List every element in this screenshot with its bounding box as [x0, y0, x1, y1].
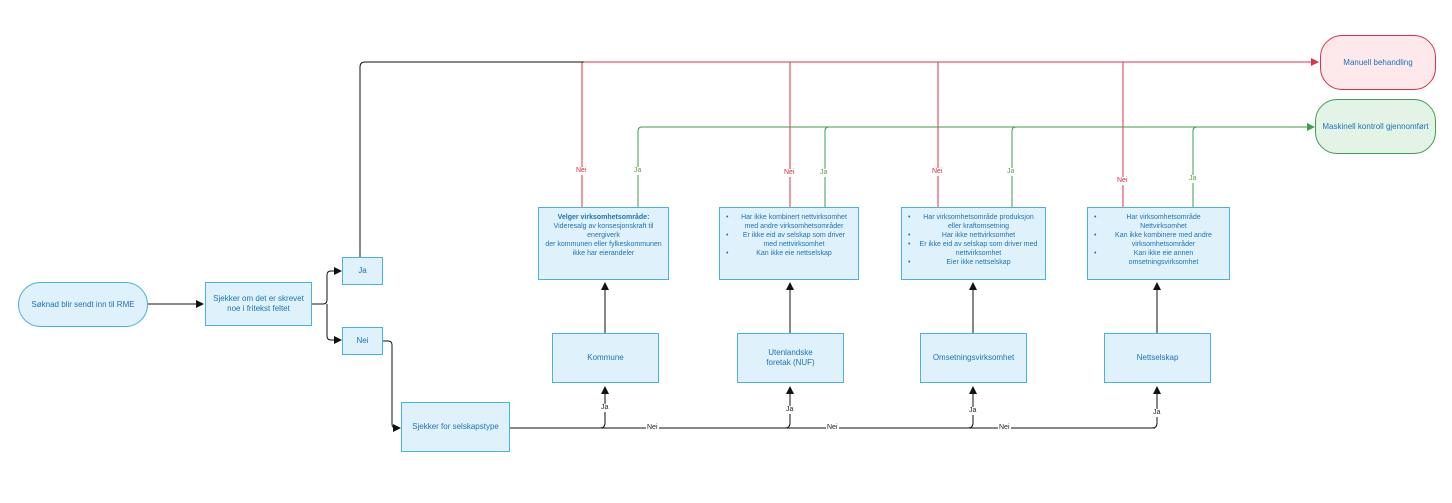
edge-label-yes-type-kommune: Ja	[600, 404, 610, 412]
criteria-kommune-line: der kommunen eller fylkeskommunen ikke h…	[545, 241, 662, 257]
edge-label-no-type-3: Nei	[998, 424, 1011, 432]
criteria-omsetning-item: Har ikke nettvirksomhet	[908, 231, 1039, 240]
criteria-kommune-title: Velger virksomhetsområde:	[557, 214, 650, 221]
edge-green-nett	[1192, 126, 1198, 207]
edge-type-kommune	[599, 386, 609, 429]
criteria-nuf-item: Har ikke kombinert nettvirksomhet med an…	[726, 213, 852, 231]
criteria-kommune-line: Videresalg av konsesjonskraft til energi…	[553, 223, 654, 239]
criteria-nuf: Har ikke kombinert nettvirksomhet med an…	[719, 207, 859, 280]
edge-label-no-nett: Nei	[1116, 177, 1129, 185]
edge-label-yes-kommune: Ja	[633, 167, 643, 175]
edge-type-nuf	[784, 386, 794, 429]
edge-label-yes-nuf: Ja	[819, 169, 829, 177]
edge-label-yes-nett: Ja	[1188, 175, 1198, 183]
edge-label-no-nuf: Nei	[783, 169, 796, 177]
edge-nei-type	[383, 340, 401, 432]
edge-label-yes-type-nett: Ja	[1152, 409, 1162, 417]
criteria-omsetning-item: Er ikke eid av selskap som driver med ne…	[908, 240, 1039, 258]
manual-review-node: Manuell behandling	[1320, 35, 1436, 90]
edge-green-main	[637, 123, 1315, 207]
machine-check-node: Maskinell kontroll gjennomført	[1315, 99, 1436, 154]
edge-green-nuf	[824, 126, 830, 207]
criteria-omsetning-item: Har virksomhetsområde produksjon eller k…	[908, 213, 1039, 231]
criteria-kommune: Velger virksomhetsområde: Videresalg av …	[538, 207, 669, 280]
check-company-type-node: Sjekker for selskapstype	[401, 402, 510, 452]
edge-green-oms	[1011, 126, 1017, 207]
company-type-omsetning: Omsetningsvirksomhet	[920, 333, 1027, 383]
edge-label-no-type-1: Nei	[646, 424, 659, 432]
edge-check-nei	[326, 304, 342, 344]
criteria-nuf-item: Kan ikke eie nettselskap	[726, 249, 852, 258]
edge-check-ja	[312, 267, 342, 305]
edge-label-yes-type-oms: Ja	[968, 407, 978, 415]
edge-label-yes-type-nuf: Ja	[785, 406, 795, 414]
criteria-nuf-item: Er ikke eid av selskap som driver med ne…	[726, 231, 852, 249]
edge-label-no-oms: Nei	[931, 168, 944, 176]
yes-node: Ja	[342, 257, 383, 285]
criteria-nettselskap-item: Kan ikke kombinere med andre virksomhets…	[1094, 231, 1223, 249]
criteria-nettselskap: Har virksomhetsområde Nettvirksomhet Kan…	[1087, 207, 1230, 280]
edge-ja-to-manual	[359, 61, 584, 271]
company-type-kommune: Kommune	[552, 333, 659, 383]
edge-type-nett	[1151, 386, 1161, 429]
edge-label-yes-oms: Ja	[1006, 168, 1016, 176]
edge-label-no-kommune: Nei	[575, 167, 588, 175]
no-node: Nei	[342, 327, 383, 355]
edge-label-no-type-2: Nei	[826, 424, 839, 432]
criteria-omsetning: Har virksomhetsområde produksjon eller k…	[901, 207, 1046, 280]
check-freetext-node: Sjekker om det er skrevet noe i fritekst…	[205, 282, 312, 326]
criteria-nettselskap-item: Kan ikke eie annen omsetningsvirksomhet	[1094, 249, 1223, 267]
start-node: Søknad blir sendt inn til RME	[18, 282, 148, 327]
criteria-nettselskap-item: Har virksomhetsområde Nettvirksomhet	[1094, 213, 1223, 231]
company-type-nuf: Utenlandske foretak (NUF)	[737, 333, 844, 383]
criteria-omsetning-item: Eier ikke nettselskap	[908, 258, 1039, 267]
edge-type-oms	[967, 386, 977, 429]
company-type-nettselskap: Nettselskap	[1104, 333, 1211, 383]
